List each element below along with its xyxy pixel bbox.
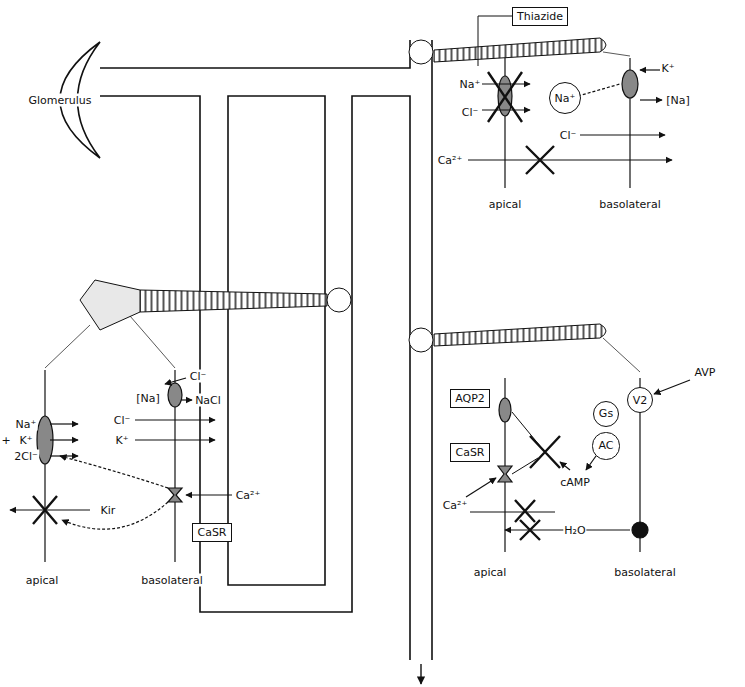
receptor-circle: V2 (627, 387, 654, 414)
drug-box: Thiazide (512, 7, 568, 26)
dct-cell (468, 16, 672, 188)
sign-label: + (0, 434, 11, 447)
side-label: apical (25, 574, 60, 587)
receptor-box: CaSR (192, 523, 231, 542)
ion-label: Ca²⁺ (235, 489, 262, 502)
ion-circle: Na⁺ (549, 82, 582, 115)
side-label: apical (488, 198, 523, 211)
node-text: AQP2 (455, 392, 485, 405)
ion-label: [Na] (135, 392, 161, 405)
node-text: Thiazide (517, 10, 563, 23)
side-label: basolateral (598, 198, 661, 211)
tal-cell (10, 370, 232, 562)
side-label: apical (473, 566, 508, 579)
ion-label: K⁺ (660, 62, 675, 75)
water-label: H₂O (563, 524, 586, 537)
node-text: CaSR (455, 446, 484, 459)
hormone-label: AVP (694, 366, 717, 379)
ion-label: 2Cl⁻ (13, 450, 39, 463)
ion-label: Cl⁻ (113, 414, 132, 427)
node-text: Gs (599, 407, 613, 420)
ion-label: Na⁺ (15, 418, 38, 431)
ion-label: NaCl (194, 394, 222, 407)
ion-label: Na⁺ (459, 78, 482, 91)
side-label: basolateral (140, 574, 203, 587)
node-text: V2 (633, 394, 648, 407)
ion-label: Cl⁻ (559, 129, 578, 142)
protein-circle: Gs (593, 401, 619, 427)
ion-label: Ca²⁺ (442, 499, 469, 512)
node-text: AC (598, 439, 613, 452)
flow-arrow (420, 664, 421, 684)
channel-label: Kir (100, 504, 117, 517)
ion-label: [Na] (665, 94, 691, 107)
node-text: CaSR (197, 526, 226, 539)
ion-label: Ca²⁺ (437, 154, 464, 167)
enzyme-circle: AC (592, 432, 619, 459)
organ-label: Glomerulus (27, 94, 92, 107)
ion-label: K⁺ (18, 434, 33, 447)
side-label: basolateral (613, 566, 676, 579)
ion-label: K⁺ (114, 434, 129, 447)
receptor-box: CaSR (450, 443, 489, 462)
ion-label: Cl⁻ (189, 370, 208, 383)
channel-box: AQP2 (450, 389, 490, 408)
collecting-duct-cell (466, 378, 690, 552)
zoom-tubes (45, 38, 640, 372)
ion-label: Cl⁻ (461, 106, 480, 119)
messenger-label: cAMP (559, 476, 591, 489)
node-text: Na⁺ (555, 92, 576, 105)
tubule-walls (60, 40, 432, 660)
